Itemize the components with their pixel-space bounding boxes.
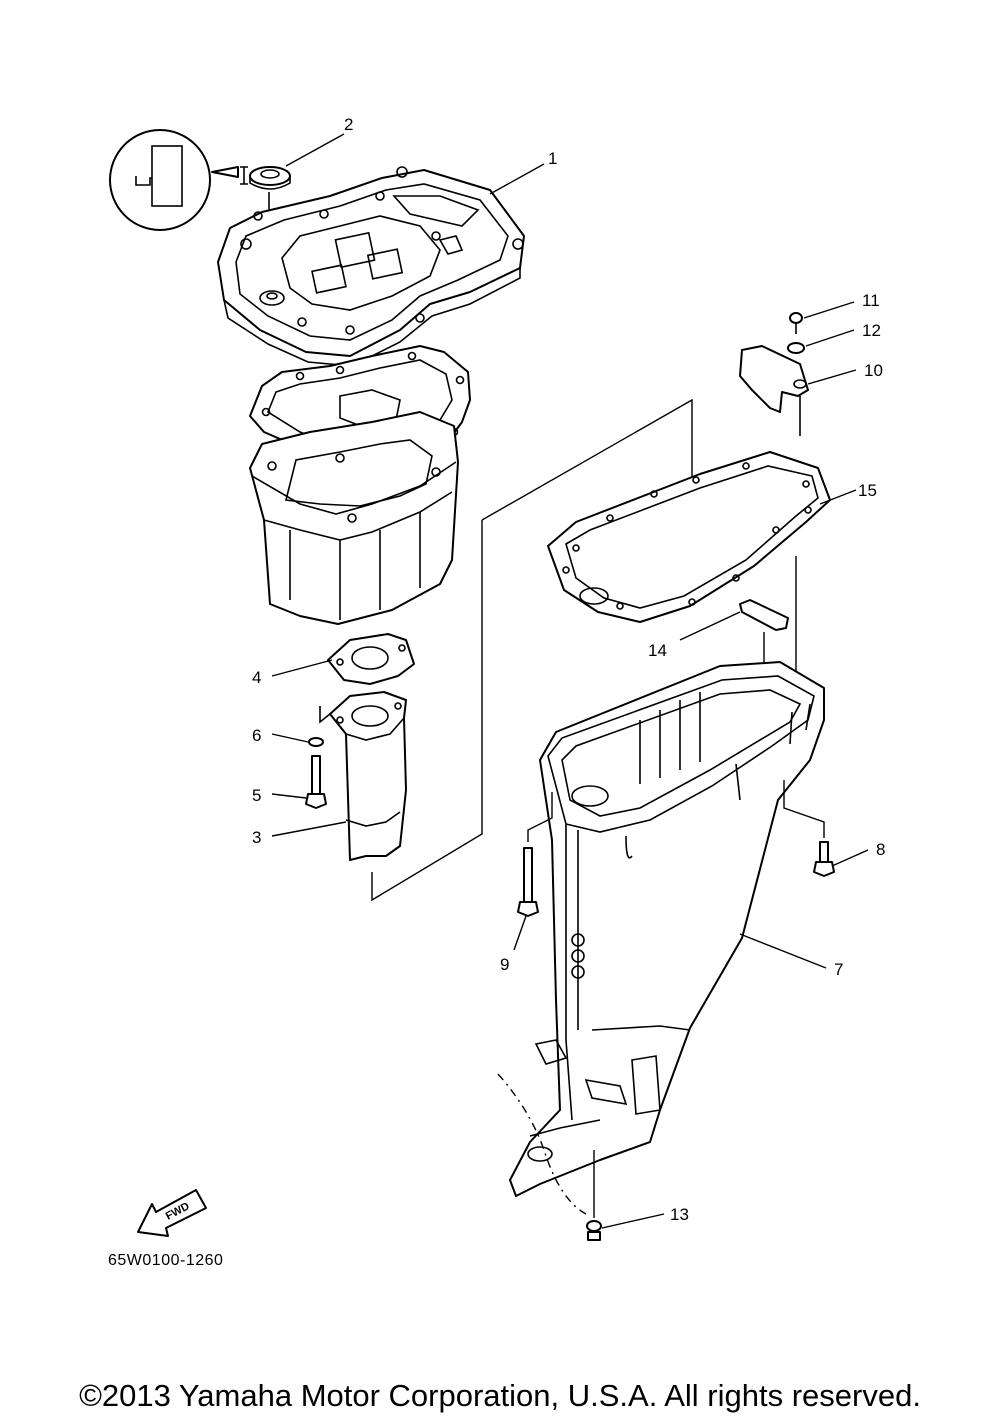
- callout-8: 8: [876, 840, 885, 859]
- callout-15: 15: [858, 481, 877, 500]
- part-7-driveshaft-housing: [509, 661, 825, 1197]
- callout-10: 10: [864, 361, 883, 380]
- part-13-drain-plug: [586, 1220, 602, 1241]
- callout-leaders: [271, 133, 869, 1229]
- part-4-gasket: [327, 633, 415, 685]
- part-9-bolt: [517, 847, 539, 917]
- part-10-bracket: [739, 345, 809, 436]
- callout-9: 9: [500, 955, 509, 974]
- part-1-upper-case: [217, 166, 525, 367]
- part-5-bolt: [305, 755, 327, 809]
- part-6-washer: [308, 737, 324, 747]
- water-path-line: [497, 1073, 587, 1215]
- copyright-notice: ©2013 Yamaha Motor Corporation, U.S.A. A…: [79, 1378, 921, 1413]
- callout-14: 14: [648, 641, 667, 660]
- diagram-code: 65W0100-1260: [108, 1252, 224, 1269]
- part-14-clip: [739, 599, 789, 631]
- callout-4: 4: [252, 668, 261, 687]
- oil-pan: [249, 411, 459, 625]
- assembly-line-left: [371, 520, 483, 902]
- callout-12: 12: [862, 321, 881, 340]
- part-8-bolt: [813, 841, 835, 877]
- callout-3: 3: [252, 828, 261, 847]
- part-15-gasket: [547, 451, 831, 623]
- callout-numbers: 1 2 3 4 5 6 7 8 9 10 11 12 13 14 15: [252, 115, 885, 1224]
- callout-6: 6: [252, 726, 261, 745]
- callout-7: 7: [834, 960, 843, 979]
- bolt8-line: [783, 780, 825, 838]
- fwd-arrow-icon: FWD: [137, 1189, 207, 1237]
- guide-line: [319, 706, 331, 724]
- detail-inset: [109, 129, 248, 231]
- part-3-exhaust-guide: [329, 691, 407, 861]
- part-11-screw: [789, 312, 803, 334]
- callout-1: 1: [548, 149, 557, 168]
- bolt9-line: [527, 792, 553, 842]
- part-2-seal: [249, 166, 291, 300]
- callout-13: 13: [670, 1205, 689, 1224]
- callout-11: 11: [862, 291, 880, 310]
- callout-2: 2: [344, 115, 353, 134]
- callout-5: 5: [252, 786, 261, 805]
- part-12-washer: [787, 342, 805, 354]
